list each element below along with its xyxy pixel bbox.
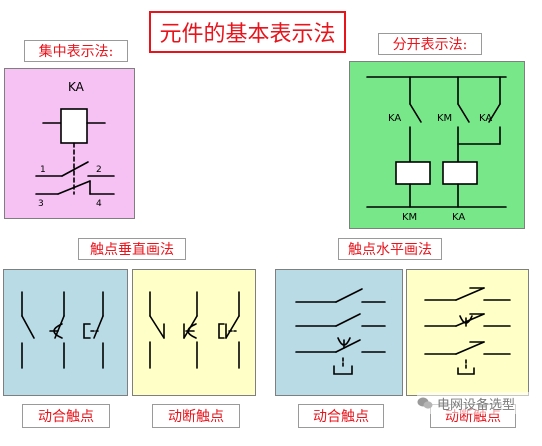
coil-label-ka: KA (452, 212, 465, 223)
contact-label-ka-1: KA (388, 113, 401, 124)
make-contact-vertical-panel (3, 269, 128, 396)
vertical-method-label: 触点垂直画法 (78, 238, 186, 260)
separated-label: 分开表示法: (378, 33, 482, 55)
make-contact-horizontal-symbols (295, 288, 386, 375)
break-contact-horizontal-panel (406, 269, 529, 396)
break-contact-horizontal-symbols (424, 287, 511, 375)
contact-label-km: KM (437, 113, 452, 124)
coil-label-ka: KA (68, 80, 85, 94)
separated-symbol: KA KM KA KM KA (366, 76, 507, 223)
watermark-text: 电网设备选型 (437, 397, 516, 413)
contact-label-ka-2: KA (479, 113, 492, 124)
pin-label-1: 1 (40, 165, 46, 175)
break-contact-vertical-panel (132, 269, 256, 396)
coil-label-km: KM (402, 212, 417, 223)
make-contact-vertical-symbols (21, 291, 104, 369)
concentrated-symbol: KA 1 2 3 4 (35, 80, 115, 209)
make-contact-vertical-label: 动合触点 (22, 404, 110, 428)
separated-panel (349, 61, 525, 229)
page-title: 元件的基本表示法 (149, 11, 346, 53)
watermark: 电网设备选型 (417, 392, 542, 414)
break-contact-vertical-symbols (149, 291, 240, 369)
make-contact-horizontal-label: 动合触点 (298, 404, 384, 428)
horizontal-method-label: 触点水平画法 (338, 238, 442, 260)
pin-label-3: 3 (38, 199, 44, 209)
concentrated-label: 集中表示法: (24, 40, 128, 62)
pin-label-4: 4 (96, 199, 102, 209)
pin-label-2: 2 (96, 165, 102, 175)
wechat-icon (417, 397, 433, 409)
make-contact-horizontal-panel (275, 269, 403, 396)
break-contact-vertical-label: 动断触点 (152, 404, 240, 428)
